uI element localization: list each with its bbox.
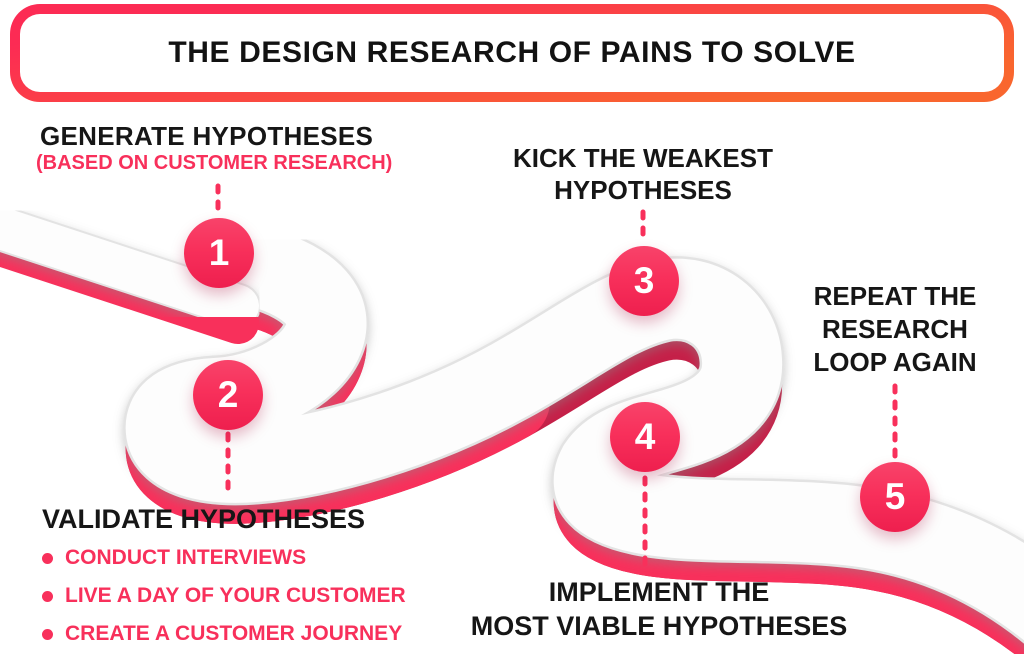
step-5-label-line-1: REPEAT THE [813,281,977,311]
step-circle-1: 1 [184,218,254,288]
bullet-item: LIVE A DAY OF YOUR CUSTOMER [42,584,406,608]
bullet-dot-icon [42,552,53,564]
title-banner: THE DESIGN RESEARCH OF PAINS TO SOLVE [10,4,1014,102]
step-circle-5: 5 [860,462,930,532]
page-title: THE DESIGN RESEARCH OF PAINS TO SOLVE [168,36,856,69]
step-circle-3: 3 [609,246,679,316]
step-5-label-line-3: LOOP AGAIN [813,347,977,377]
step-4-label-line-1: IMPLEMENT THE [548,577,770,607]
step-4-label-line-2: MOST VIABLE HYPOTHESES [470,611,848,641]
step-number-4: 4 [634,416,656,457]
step-number-3: 3 [633,260,655,301]
bullet-item: CREATE A CUSTOMER JOURNEY [42,622,406,646]
step-5-label: REPEAT THE RESEARCH LOOP AGAIN [813,280,976,379]
step-number-1: 1 [208,232,230,273]
step-2-bullet-list: CONDUCT INTERVIEWS LIVE A DAY OF YOUR CU… [42,546,406,654]
step-3-label-line-1: KICK THE WEAKEST [513,143,773,173]
step-2-label: VALIDATE HYPOTHESES [42,504,366,534]
step-1-sublabel: (BASED ON CUSTOMER RESEARCH) [36,152,393,174]
bullet-text: CONDUCT INTERVIEWS [65,546,307,569]
step-number-5: 5 [884,476,906,517]
step-circle-2: 2 [193,360,263,430]
step-circle-4: 4 [610,402,680,472]
step-4-label: IMPLEMENT THE MOST VIABLE HYPOTHESES [471,575,848,643]
bullet-text: CREATE A CUSTOMER JOURNEY [65,622,403,645]
bullet-dot-icon [42,628,53,640]
step-3-label-line-2: HYPOTHESES [554,175,732,205]
step-1-label: GENERATE HYPOTHESES [40,121,374,151]
step-3-label: KICK THE WEAKEST HYPOTHESES [513,142,773,206]
step-number-2: 2 [217,374,239,415]
bar-surface [0,205,259,327]
step-5-label-line-2: RESEARCH [822,314,968,344]
bullet-item: CONDUCT INTERVIEWS [42,546,406,570]
bullet-text: LIVE A DAY OF YOUR CUSTOMER [65,584,406,607]
bullet-dot-icon [42,590,53,602]
